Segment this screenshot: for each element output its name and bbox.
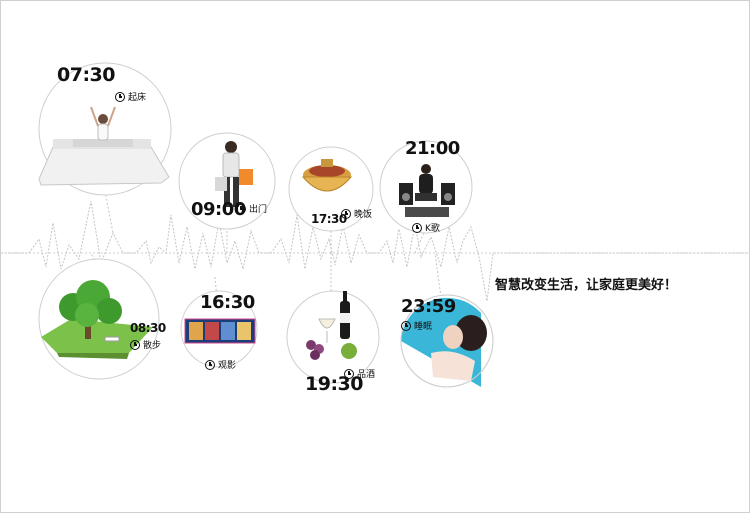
label-wakeup: 起床 — [115, 90, 146, 103]
label-wine: 品酒 — [344, 367, 375, 380]
time-wine: 19:30 — [305, 373, 363, 395]
time-dinner: 17:30 — [311, 212, 347, 226]
clock-icon — [205, 359, 215, 370]
label-dinner: 晚饭 — [341, 207, 372, 220]
clock-icon — [412, 222, 422, 233]
time-wakeup: 07:30 — [57, 64, 115, 86]
tree-walk-icon — [41, 280, 153, 359]
hotpot-icon — [301, 159, 353, 192]
karaoke-speakers-icon — [399, 164, 455, 217]
clock-icon — [236, 203, 246, 214]
time-sleep: 23:59 — [401, 296, 456, 317]
label-walk: 散步 — [130, 338, 161, 351]
time-goout: 09:00 — [191, 199, 246, 220]
clock-icon — [344, 368, 354, 379]
label-movie: 观影 — [205, 358, 236, 371]
sleeping-woman-icon — [400, 294, 494, 388]
bedroom-wakeup-icon — [38, 106, 170, 186]
clock-icon — [115, 91, 125, 102]
clock-icon — [341, 208, 351, 219]
shopping-girl-icon — [215, 141, 253, 207]
time-walk: 08:30 — [130, 321, 166, 335]
clock-icon — [401, 320, 411, 331]
movie-screen-icon — [184, 318, 256, 344]
label-goout: 出门 — [236, 202, 267, 215]
heartbeat-wave — [1, 200, 750, 302]
label-sleep: 睡眠 — [401, 319, 432, 332]
circle-wine — [286, 290, 380, 384]
wine-icon — [306, 291, 357, 360]
label-karaoke: K歌 — [412, 221, 440, 234]
time-karaoke: 21:00 — [405, 138, 460, 159]
time-movie: 16:30 — [200, 292, 255, 313]
clock-icon — [130, 339, 140, 350]
slogan-text: 智慧改变生活，让家庭更美好！ — [495, 278, 678, 293]
